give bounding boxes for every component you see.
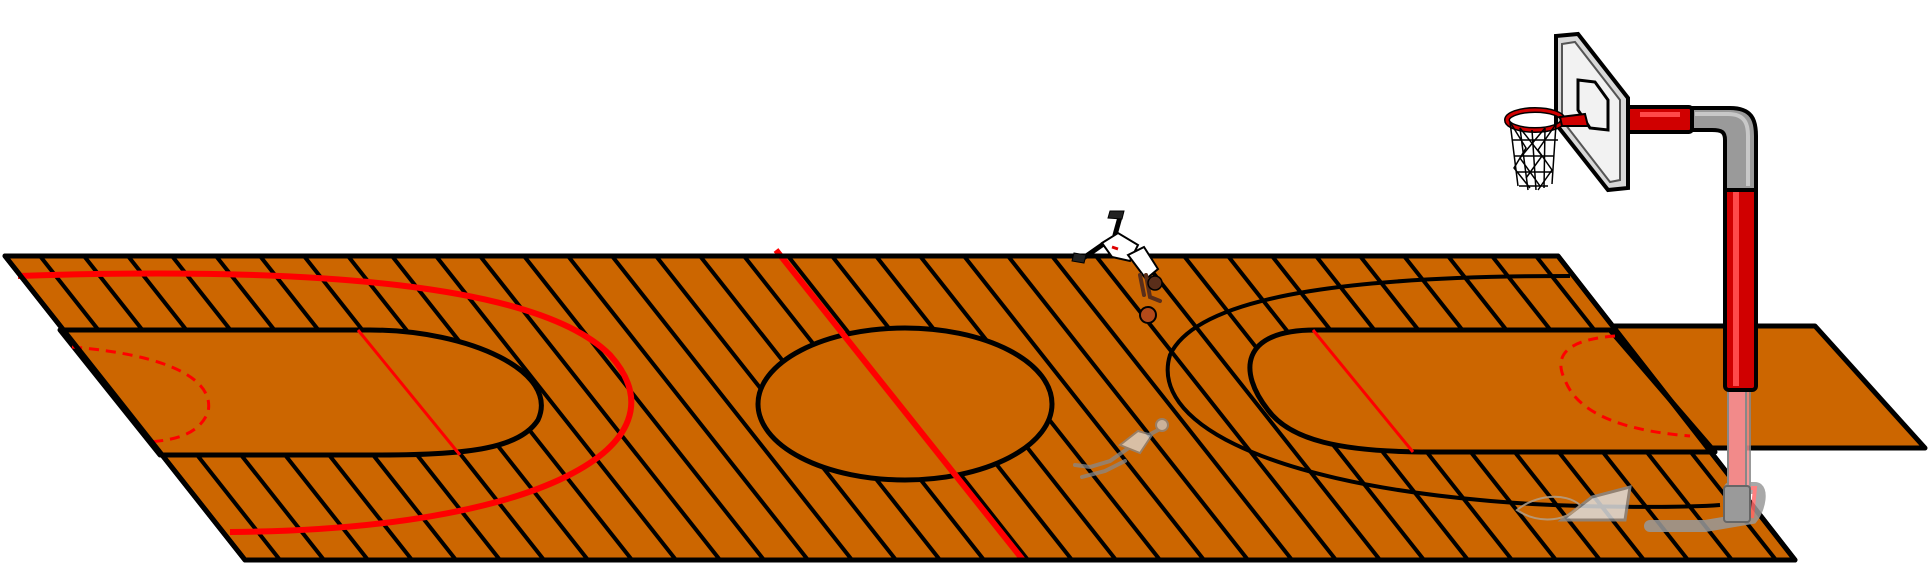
- floor-stripe: [434, 256, 678, 560]
- floor-stripe: [522, 256, 766, 560]
- floor-stripe: [1138, 256, 1382, 560]
- floor-stripe: [610, 256, 854, 560]
- floor-stripe: [1888, 256, 1930, 560]
- left-free-throw-arc: [71, 345, 211, 444]
- left-free-throw-line: [356, 329, 462, 456]
- basketball-court: [2, 248, 1930, 563]
- left-key-lane: [57, 327, 544, 458]
- center-circle: [755, 325, 1055, 483]
- hoop-pole: [1723, 186, 1758, 392]
- player-shadow-icon: [1073, 418, 1169, 479]
- floor-stripe: [962, 256, 1206, 560]
- right-key-lane: [1247, 327, 1718, 455]
- right-free-throw-arc: [1559, 334, 1691, 438]
- floor-stripe: [1006, 256, 1250, 560]
- floor-stripe: [5, 256, 18, 560]
- dunking-player-icon: [1071, 210, 1163, 324]
- floor-stripe: [566, 256, 810, 560]
- right-free-throw-line: [1311, 329, 1415, 453]
- floor-stripe: [1094, 256, 1338, 560]
- basketball-hoop-icon: [1504, 31, 1758, 523]
- half-court-line: [773, 248, 1026, 562]
- floor-stripe: [1050, 256, 1294, 560]
- left-three-point-arc: [17, 270, 635, 535]
- hoop-pole-base: [1727, 385, 1747, 502]
- hoop-net: [1509, 121, 1558, 191]
- hoop-arm-elbow: [1686, 106, 1758, 192]
- hoop-arm: [1620, 105, 1694, 134]
